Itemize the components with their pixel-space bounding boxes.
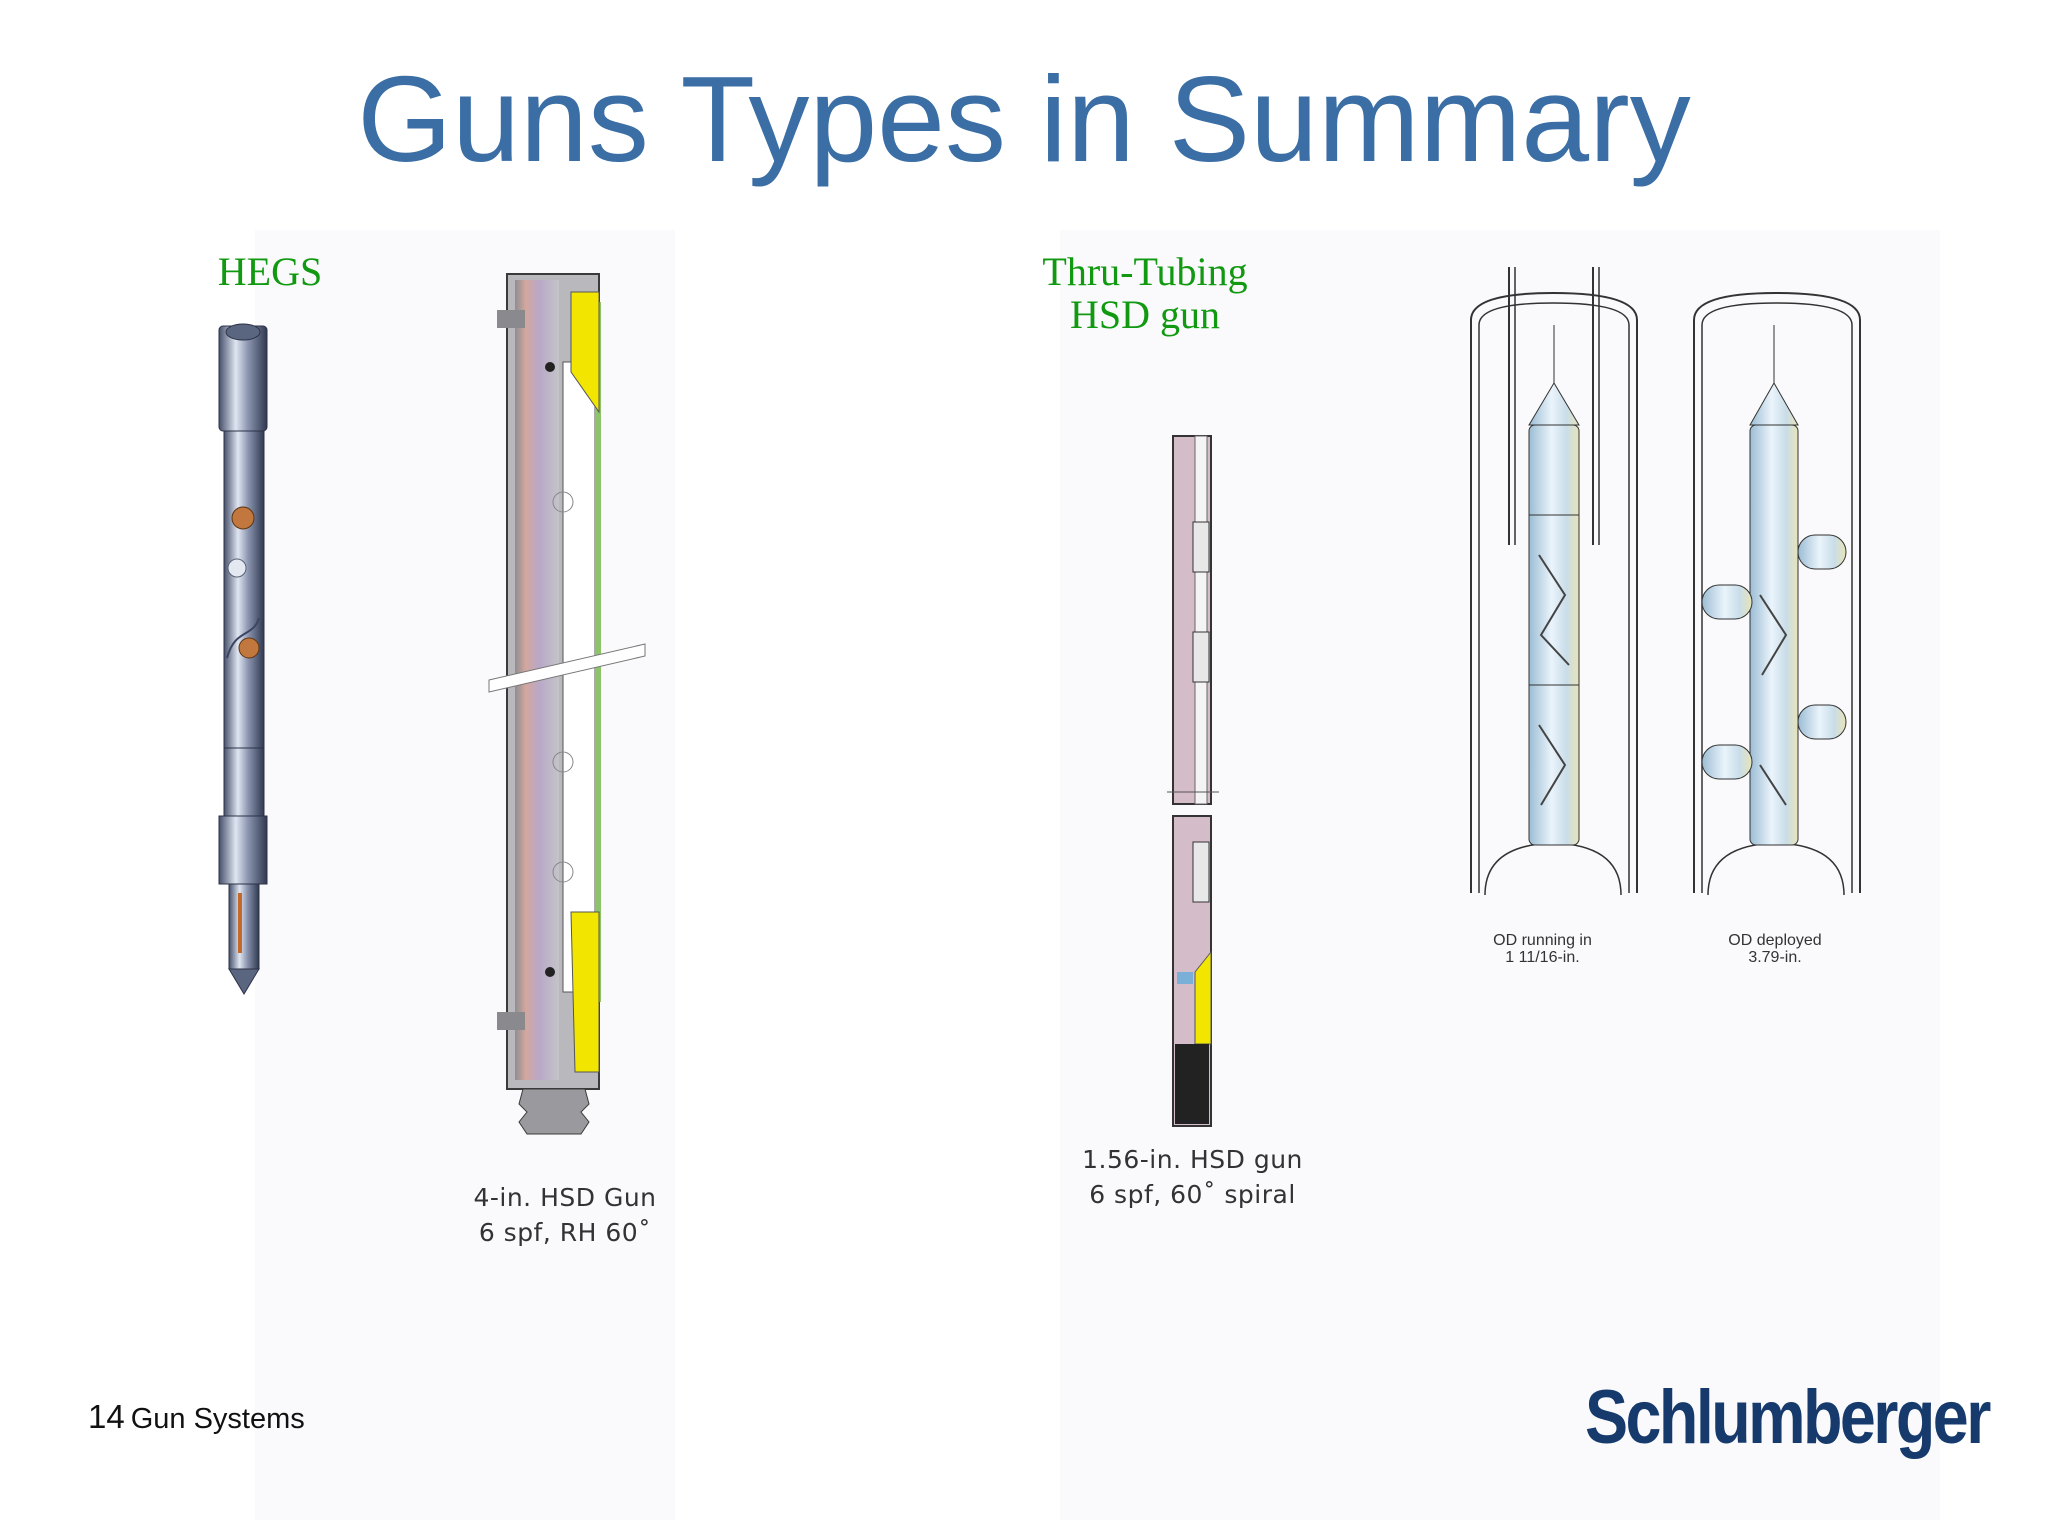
od-deployed-caption-line2: 3.79-in. xyxy=(1748,948,1802,966)
hegs-label: HEGS xyxy=(217,249,323,294)
od-running-in-caption: OD running in 1 11/16-in. xyxy=(1470,932,1615,967)
od-running-in-illustration xyxy=(1470,267,1638,895)
od-deployed-illustration xyxy=(1693,291,1861,895)
hsd-156in-caption-line1: 1.56-in. HSD gun xyxy=(1082,1145,1303,1174)
figure-panel-left xyxy=(255,230,675,1520)
od-running-in-caption-line2: 1 11/16-in. xyxy=(1505,948,1580,966)
hsd-4in-caption: 4-in. HSD Gun 6 spf, RH 60˚ xyxy=(430,1180,700,1250)
page-number: 14 xyxy=(88,1398,125,1435)
od-deployed-caption-line1: OD deployed xyxy=(1728,932,1822,949)
od-running-in-caption-line1: OD running in xyxy=(1493,932,1592,949)
thru-tubing-label: Thru-Tubing HSD gun xyxy=(1020,249,1270,338)
thru-tubing-label-line2: HSD gun xyxy=(1069,292,1221,338)
hsd-156in-caption-line2: 6 spf, 60˚ spiral xyxy=(1089,1180,1296,1209)
od-deployed-caption: OD deployed 3.79-in. xyxy=(1700,932,1850,967)
schlumberger-logo: Schlumberger xyxy=(1585,1375,1991,1460)
slide-title: Guns Types in Summary xyxy=(357,51,1691,187)
hsd-4in-caption-line1: 4-in. HSD Gun xyxy=(473,1183,657,1212)
thru-tubing-label-line1: Thru-Tubing xyxy=(1042,249,1248,294)
hsd-156in-gun-illustration xyxy=(1167,435,1219,1127)
hsd-4in-caption-line2: 6 spf, RH 60˚ xyxy=(478,1218,652,1247)
hsd-156in-caption: 1.56-in. HSD gun 6 spf, 60˚ spiral xyxy=(1055,1142,1330,1212)
footer-section-title: Gun Systems xyxy=(130,1403,305,1435)
hsd-4in-gun-illustration xyxy=(488,273,646,1135)
hegs-gun-illustration xyxy=(218,323,268,995)
